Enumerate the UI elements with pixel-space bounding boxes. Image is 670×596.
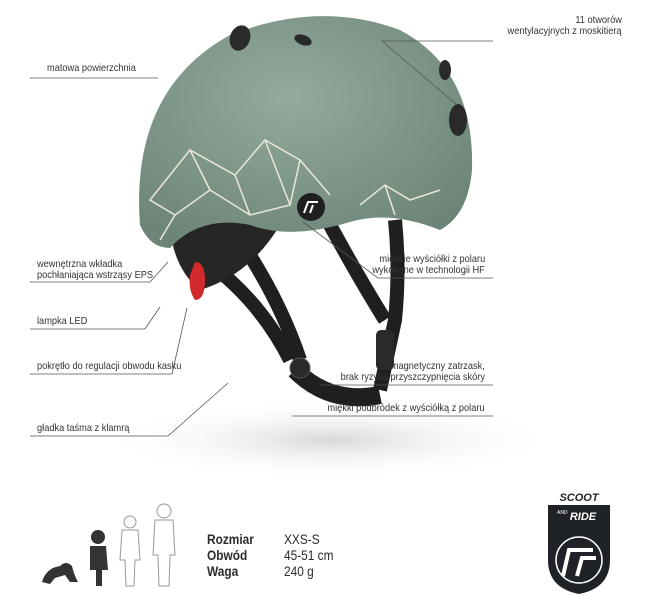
brand-badge-icon — [297, 193, 325, 221]
weight-label: Waga — [207, 564, 239, 579]
geometric-pattern — [148, 139, 441, 241]
callout-magnet-line1: magnetyczny zatrzask, — [391, 360, 485, 372]
svg-text:SCOOT: SCOOT — [559, 492, 599, 504]
spec-values: XXS-S 45-51 cm 240 g — [284, 532, 334, 580]
shadow — [100, 400, 560, 480]
callout-dial: pokrętło do regulacji obwodu kasku — [37, 360, 182, 372]
weight-value: 240 g — [284, 564, 314, 579]
callout-vents-line1: 11 otworów — [575, 14, 622, 26]
callout-eps-line2: pochłaniająca wstrząsy EPS — [37, 269, 154, 281]
circumference-label: Obwód — [207, 548, 248, 563]
svg-text:RIDE: RIDE — [570, 511, 597, 523]
callout-led: lampka LED — [37, 315, 88, 327]
vent-holes — [229, 25, 467, 136]
callout-chin: miękki podbródek z wyściółką z polaru — [327, 402, 485, 414]
callout-strap: gładka taśma z klamrą — [37, 422, 130, 434]
callout-lines — [30, 40, 493, 437]
baby-crawling-icon — [42, 563, 78, 584]
callout-padding-line2: wykonane w technologii HF — [372, 264, 485, 276]
spec-labels: Rozmiar Obwód Waga — [207, 532, 254, 580]
strap-buckle — [376, 330, 394, 370]
size-value: XXS-S — [284, 532, 320, 547]
age-silhouettes — [42, 503, 176, 587]
callout-padding-line1: miękkie wyściółki z polaru — [379, 253, 485, 265]
helmet-shell — [139, 16, 473, 249]
led-light — [189, 262, 205, 300]
svg-text:AND: AND — [557, 510, 568, 516]
straps — [200, 219, 405, 407]
callout-vents-line2: wentylacyjnych z moskitierą — [507, 25, 622, 37]
callout-magnet-line2: brak ryzyka przyszczypnięcia skóry — [340, 371, 485, 383]
callout-eps-line1: wewnętrzna wkładka — [37, 258, 123, 270]
magnetic-buckle-icon — [289, 357, 311, 379]
toddler-icon — [90, 546, 108, 586]
circumference-value: 45-51 cm — [284, 548, 334, 563]
callout-matte-surface: matowa powierzchnia — [47, 62, 136, 74]
scoot-and-ride-logo: SCOOT RIDE AND — [548, 492, 610, 594]
child-outline-icon — [119, 503, 176, 587]
size-label: Rozmiar — [207, 532, 254, 547]
